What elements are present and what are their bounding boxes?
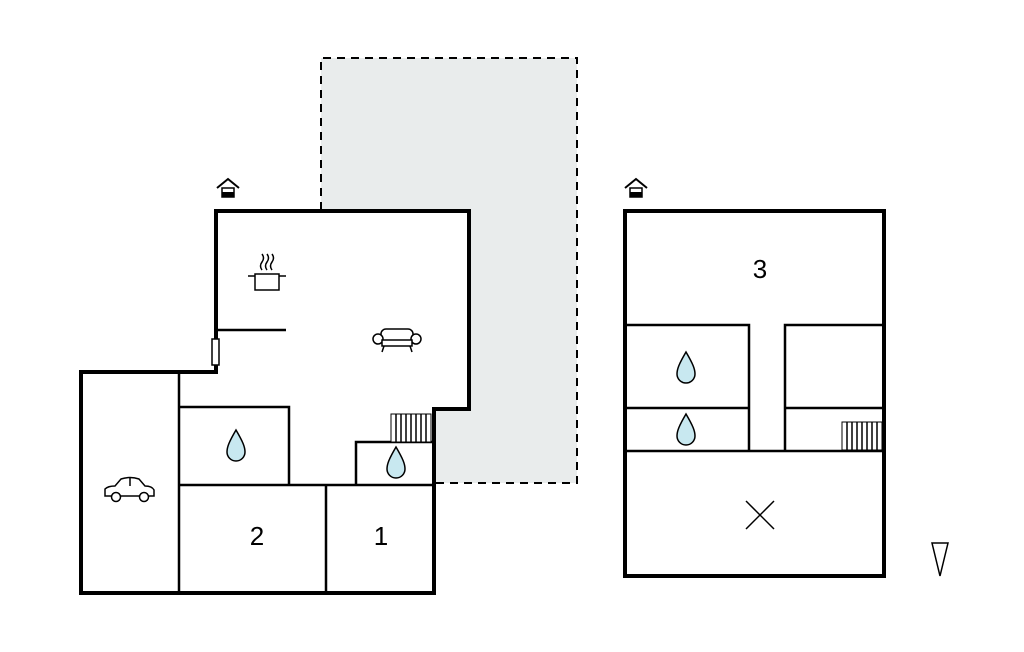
terrace: [320, 57, 578, 484]
stairs-icon: [841, 421, 883, 451]
kitchen-pot-icon: [248, 253, 286, 291]
sofa-icon: [372, 328, 422, 353]
upper-floor: 3: [623, 177, 886, 578]
ground-floor-outer-wall: [79, 209, 471, 595]
room-label-2: 2: [250, 521, 264, 551]
ground-floor: 2 1: [79, 177, 471, 595]
water-drop-icon: [676, 350, 696, 384]
window-icon: [211, 338, 220, 366]
void-cross-icon: [745, 500, 775, 530]
water-drop-icon: [676, 412, 696, 446]
entrance-icon: [216, 177, 240, 198]
bathroom-wall: [179, 405, 291, 485]
north-arrow-icon: [931, 542, 949, 577]
upper-floor-outer-wall: [623, 209, 886, 578]
stairs-icon: [390, 413, 432, 443]
water-drop-icon: [226, 428, 246, 462]
car-icon: [104, 476, 155, 503]
room-label-3: 3: [753, 254, 767, 284]
entrance-icon: [624, 177, 648, 198]
water-drop-icon: [386, 445, 406, 479]
room-label-1: 1: [374, 521, 388, 551]
